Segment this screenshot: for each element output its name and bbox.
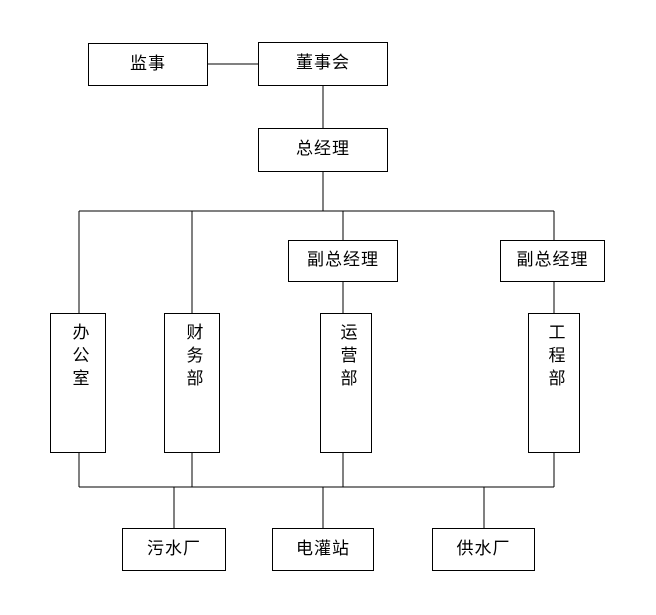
node-label-operations-dept: 运营部 — [336, 323, 357, 392]
node-label-supervisor: 监事 — [130, 53, 166, 74]
node-board[interactable]: 董事会 — [258, 42, 388, 86]
node-engineering-dept[interactable]: 工程部 — [528, 313, 580, 453]
node-label-engineering-dept: 工程部 — [544, 323, 565, 392]
node-label-deputy-gm-1: 副总经理 — [307, 250, 379, 271]
node-deputy-gm-1[interactable]: 副总经理 — [288, 240, 398, 282]
node-label-finance-dept: 财务部 — [182, 323, 203, 392]
node-water-plant[interactable]: 供水厂 — [432, 528, 535, 571]
node-irrigation-station[interactable]: 电灌站 — [272, 528, 374, 571]
node-label-irrigation-station: 电灌站 — [296, 538, 350, 559]
node-label-sewage-plant: 污水厂 — [147, 538, 201, 559]
node-label-water-plant: 供水厂 — [456, 538, 511, 559]
node-supervisor[interactable]: 监事 — [88, 43, 208, 86]
node-label-general-manager: 总经理 — [296, 139, 350, 160]
node-label-office: 办公室 — [68, 323, 89, 392]
node-general-manager[interactable]: 总经理 — [258, 128, 388, 172]
node-label-board: 董事会 — [296, 53, 350, 74]
node-office[interactable]: 办公室 — [50, 313, 106, 453]
node-operations-dept[interactable]: 运营部 — [320, 313, 372, 453]
node-deputy-gm-2[interactable]: 副总经理 — [500, 240, 605, 282]
node-sewage-plant[interactable]: 污水厂 — [122, 528, 226, 571]
node-finance-dept[interactable]: 财务部 — [164, 313, 220, 453]
node-label-deputy-gm-2: 副总经理 — [516, 250, 589, 271]
